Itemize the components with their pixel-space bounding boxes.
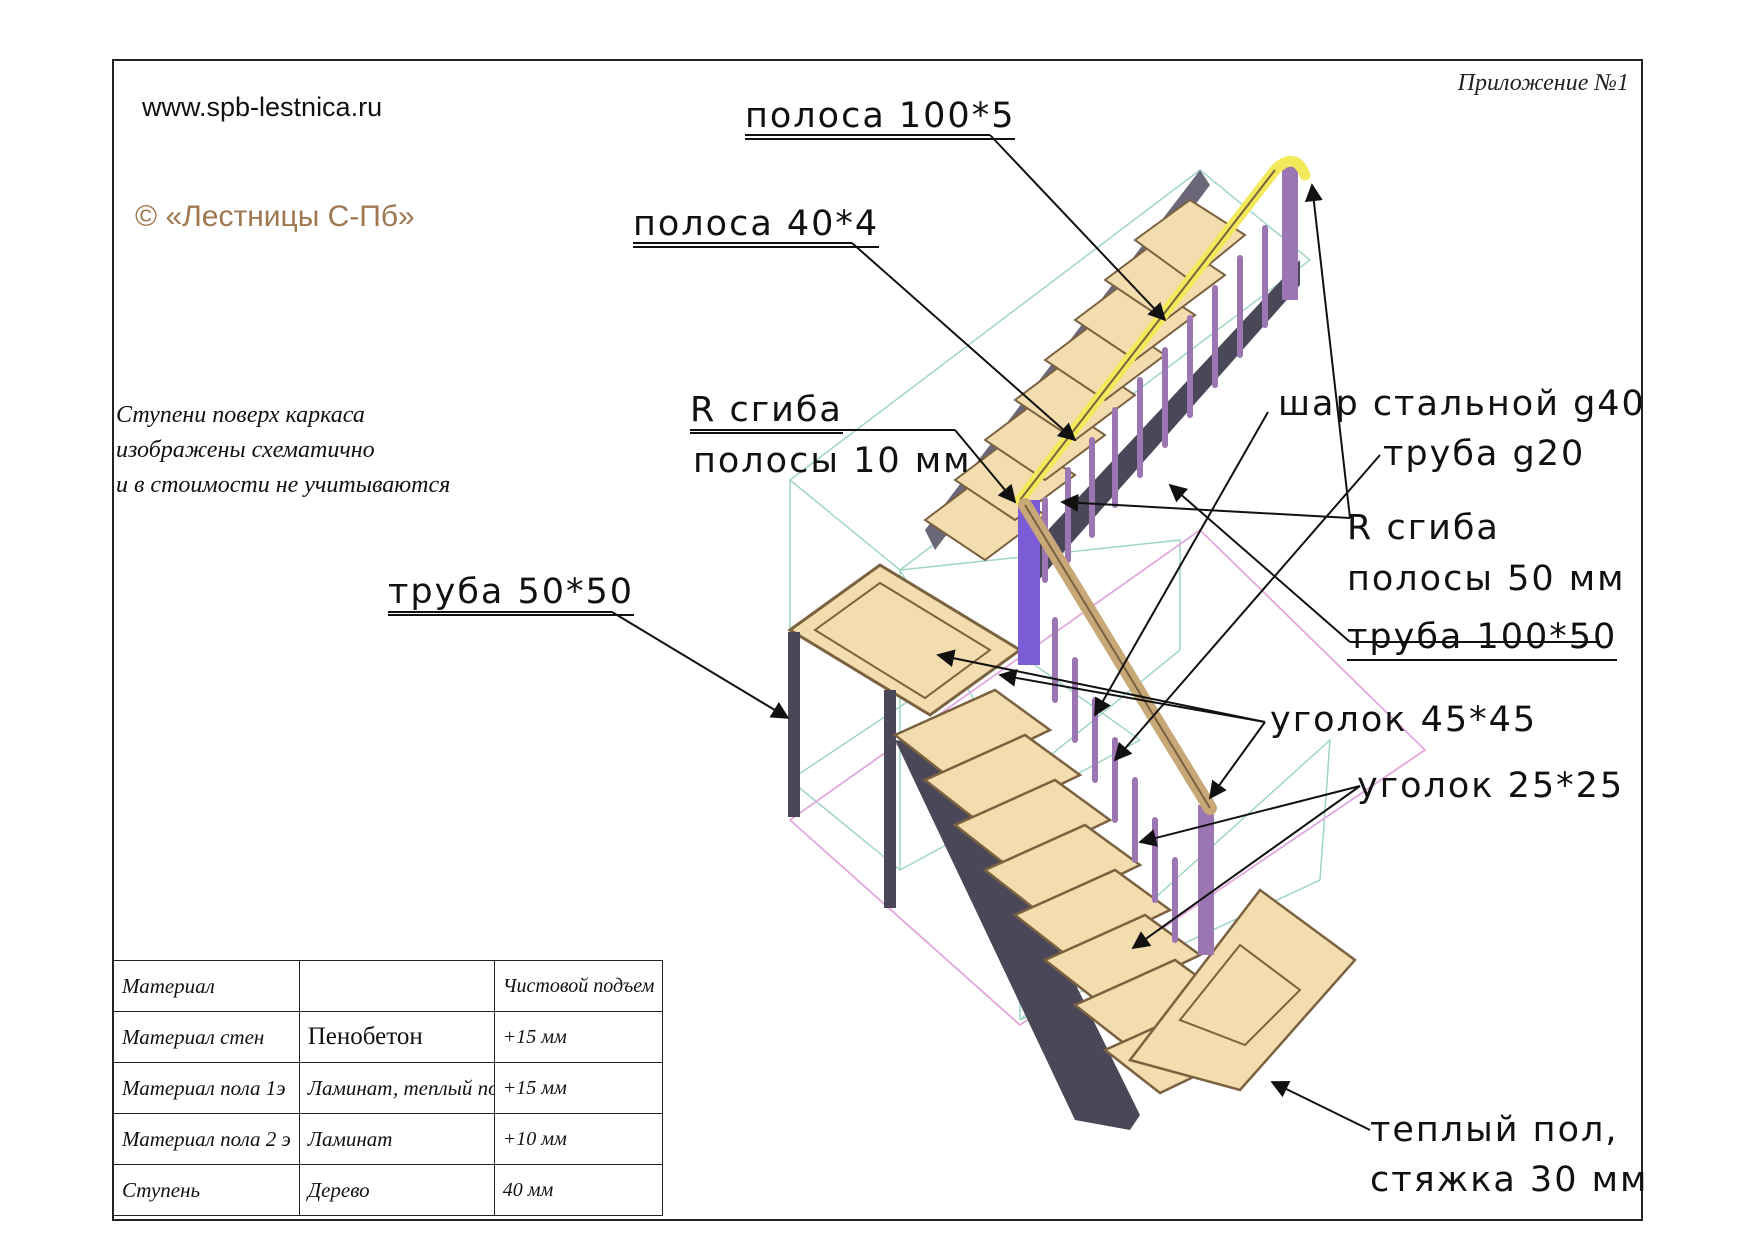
table-cell: Чистовой подъем	[493, 960, 664, 1012]
label-bend-r50-line2: полосы 50 мм	[1347, 559, 1626, 599]
table-cell	[298, 960, 495, 1012]
schematic-note: Ступени поверх каркаса изображены схемат…	[116, 398, 450, 503]
table-cell: Ламинат	[298, 1113, 495, 1165]
lower-stringer	[895, 740, 1140, 1130]
table-cell: +15 мм	[493, 1062, 664, 1114]
table-row: Материал пола 1э Ламинат, теплый пол +15…	[113, 1062, 664, 1114]
floor-outline-pink	[788, 528, 1427, 1027]
label-angle-45x45: уголок 45*45	[1270, 700, 1538, 740]
newel-post-bottom	[1198, 805, 1214, 955]
label-bend-r10-line1: R сгиба	[690, 390, 843, 434]
label-angle-25x25: уголок 25*25	[1357, 766, 1625, 806]
table-cell: Пенобетон	[298, 1011, 495, 1063]
table-cell: 40 мм	[493, 1164, 664, 1216]
note-line: и в стоимости не учитываются	[116, 472, 451, 498]
table-cell: Дерево	[298, 1164, 495, 1216]
table-cell: Ламинат, теплый пол	[298, 1062, 495, 1114]
label-pipe-100x50: труба 100*50	[1347, 617, 1618, 661]
table-cell: +10 мм	[493, 1113, 664, 1165]
label-bend-r10-line2: полосы 10 мм	[693, 441, 972, 481]
note-line: изображены схематично	[116, 437, 375, 463]
table-cell: Материал стен	[113, 1011, 300, 1063]
label-pipe-50x50: труба 50*50	[388, 572, 635, 616]
label-steel-ball: шар стальной g40	[1278, 384, 1646, 424]
label-strip-100x5: полоса 100*5	[745, 96, 1016, 140]
label-pipe-d20: труба g20	[1383, 434, 1586, 474]
newel-post-top	[1282, 165, 1298, 300]
site-url[interactable]: www.spb-lestnica.ru	[142, 92, 383, 122]
appendix-label: Приложение №1	[1457, 70, 1629, 96]
floor-slab	[1127, 888, 1357, 1092]
table-cell: Материал пола 1э	[113, 1062, 300, 1114]
table-row: Материал стен Пенобетон +15 мм	[113, 1011, 664, 1063]
label-floor-line2: стяжка 30 мм	[1370, 1160, 1649, 1200]
landing-platform	[787, 563, 1023, 717]
table-row: Ступень Дерево 40 мм	[113, 1164, 664, 1216]
copyright-text: © «Лестницы С-Пб»	[135, 200, 415, 233]
materials-table: Материал Чистовой подъем Материал стен П…	[113, 960, 664, 1216]
table-cell: Ступень	[113, 1164, 300, 1216]
table-cell: +15 мм	[493, 1011, 664, 1063]
upper-handrail	[1014, 155, 1311, 506]
label-floor-line1: теплый пол,	[1370, 1110, 1619, 1150]
note-line: Ступени поверх каркаса	[116, 402, 365, 428]
table-cell: Материал	[113, 960, 300, 1012]
newel-post-landing	[1018, 500, 1040, 665]
landing-legs	[788, 632, 896, 908]
lower-steps	[892, 688, 1263, 1095]
drawing-frame	[112, 59, 1643, 1221]
label-strip-40x4: полоса 40*4	[633, 204, 880, 248]
label-bend-r50-line1: R сгиба	[1347, 508, 1500, 548]
leader-lines	[388, 134, 1600, 1131]
table-row: Материал пола 2 э Ламинат +10 мм	[113, 1113, 664, 1165]
table-cell: Материал пола 2 э	[113, 1113, 300, 1165]
table-header-row: Материал Чистовой подъем	[113, 960, 664, 1012]
